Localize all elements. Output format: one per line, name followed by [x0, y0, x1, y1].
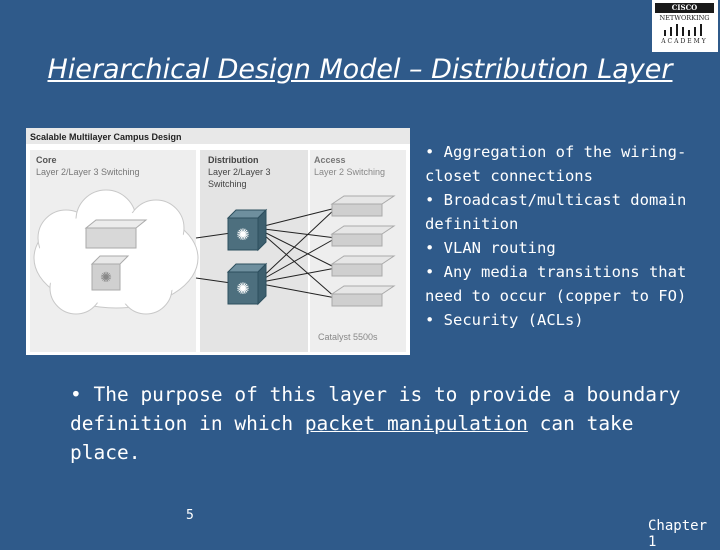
campus-design-diagram: Scalable Multilayer Campus Design Core L…: [26, 128, 410, 355]
access-sub: Layer 2 Switching: [314, 167, 385, 177]
core-switch-icon-2: ✺: [90, 255, 130, 291]
packet-manipulation-term: packet manipulation: [304, 412, 528, 435]
access-switch-icon-1: [330, 195, 396, 217]
core-switch-icon-1: [84, 219, 148, 249]
svg-text:✺: ✺: [236, 279, 249, 298]
core-sub: Layer 2/Layer 3 Switching: [36, 167, 140, 177]
svg-text:✺: ✺: [236, 225, 249, 244]
access-switch-icon-2: [330, 225, 396, 247]
logo-bars-icon: [664, 24, 702, 36]
bullet-item: • VLAN routing: [425, 239, 556, 257]
page-number: 5: [186, 508, 194, 523]
svg-text:✺: ✺: [100, 270, 112, 286]
distribution-switch-icon-1: ✺: [226, 208, 268, 252]
distribution-sub-1: Layer 2/Layer 3: [208, 167, 271, 177]
distribution-label: Distribution: [208, 155, 259, 165]
core-label: Core: [36, 155, 57, 165]
chapter-label: Chapter 1: [648, 518, 708, 550]
access-switch-icon-3: [330, 255, 396, 277]
distribution-sub-2: Switching: [208, 179, 247, 189]
bullet-item: • Any media transitions that need to occ…: [425, 263, 687, 305]
diagram-heading: Scalable Multilayer Campus Design: [30, 132, 182, 142]
logo-line-2: NETWORKING: [659, 14, 710, 22]
distribution-switch-icon-2: ✺: [226, 262, 268, 306]
purpose-text-start: • The purpose of this layer is to provid…: [70, 383, 681, 435]
bullet-item: • Aggregation of the wiring-closet conne…: [425, 143, 687, 185]
access-switch-icon-4: [330, 285, 396, 307]
cisco-networking-academy-logo: CISCO SYSTEMS NETWORKING ACADEMY: [652, 0, 718, 52]
purpose-text-end: can take place.: [70, 412, 634, 464]
bullet-item: • Broadcast/multicast domain definition: [425, 191, 687, 233]
purpose-paragraph: • The purpose of this layer is to provid…: [70, 380, 700, 467]
bullet-list: • Aggregation of the wiring-closet conne…: [425, 140, 715, 332]
access-label: Access: [314, 155, 346, 165]
logo-line-3: ACADEMY: [661, 38, 708, 45]
catalyst-label: Catalyst 5500s: [318, 332, 378, 342]
logo-line-1: CISCO SYSTEMS: [655, 3, 714, 22]
bullet-item: • Security (ACLs): [425, 311, 584, 329]
slide-title: Hierarchical Design Model – Distribution…: [47, 54, 673, 85]
